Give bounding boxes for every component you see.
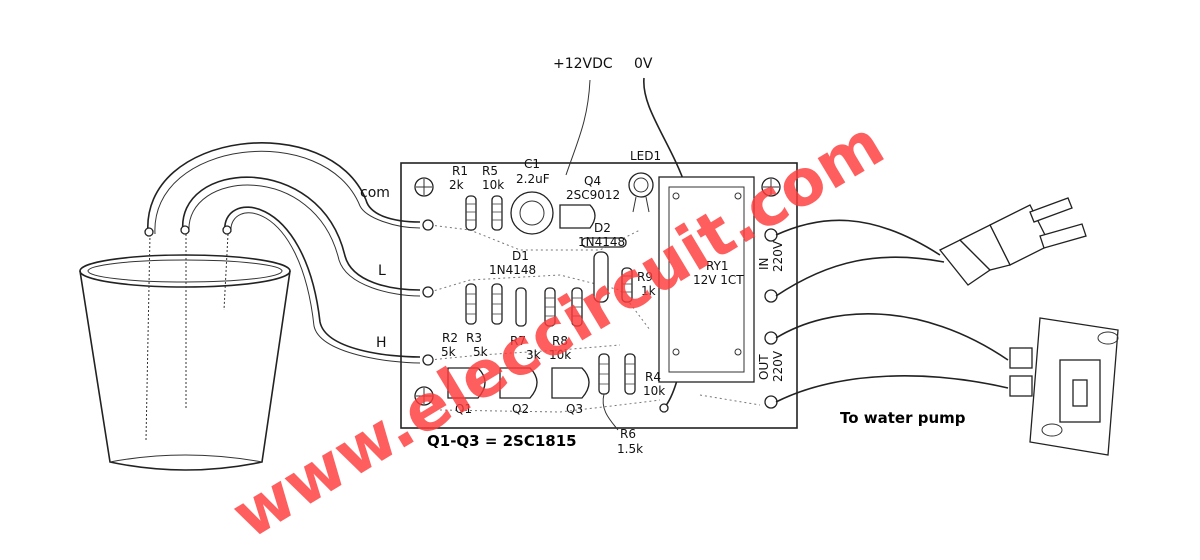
r7-value: 3k: [526, 348, 541, 362]
r5-name: R5: [482, 164, 498, 178]
d2-value: 1N4148: [578, 235, 625, 249]
supply-positive-label: +12VDC: [553, 56, 613, 72]
in-voltage-label: 220V: [771, 240, 785, 272]
r9-value: 1k: [641, 284, 656, 298]
r8-name: R8: [552, 334, 568, 348]
d1-value: 1N4148: [489, 263, 536, 277]
diode-d2: [581, 237, 627, 248]
resistor-r7: [544, 287, 556, 327]
out-label: OUT: [757, 354, 771, 380]
probe-label-high: H: [376, 335, 387, 351]
q4-value: 2SC9012: [566, 188, 620, 202]
q1-name: Q1: [455, 402, 472, 416]
diode-d1: [515, 287, 527, 327]
r2-name: R2: [442, 331, 458, 345]
relay-ry1: [658, 176, 755, 383]
ac-wires: [775, 219, 1009, 403]
in-label: IN: [757, 257, 771, 270]
r2-value: 5k: [441, 345, 456, 359]
q4-name: Q4: [584, 174, 601, 188]
transistor-q3: [551, 367, 590, 399]
resistor-r4: [624, 353, 636, 395]
power-socket: [1009, 317, 1119, 456]
r1-name: R1: [452, 164, 468, 178]
led1-name: LED1: [630, 149, 661, 163]
resistor-r8: [571, 287, 583, 327]
resistor-r3: [491, 283, 503, 325]
r8-value: 10k: [549, 348, 571, 362]
d1-name: D1: [512, 249, 529, 263]
q2-name: Q2: [512, 402, 529, 416]
r6-value: 1.5k: [617, 442, 643, 456]
resistor-r1: [465, 195, 477, 231]
c1-name: C1: [524, 157, 540, 171]
resistor-r9: [621, 267, 633, 303]
probe-label-com: com: [360, 185, 390, 201]
pump-label: To water pump: [840, 409, 966, 427]
capacitor-c1: [510, 191, 554, 235]
r3-name: R3: [466, 331, 482, 345]
q3-name: Q3: [566, 402, 583, 416]
r5-value: 10k: [482, 178, 504, 192]
transistor-q2: [499, 367, 538, 399]
pcb-board: [400, 162, 798, 429]
r4-value: 10k: [643, 384, 665, 398]
power-plug: [938, 197, 1087, 286]
supply-ground-label: 0V: [634, 56, 653, 72]
water-cup: [79, 254, 291, 471]
resistor-r2: [465, 283, 477, 325]
transistor-q4: [559, 204, 596, 229]
d2-name: D2: [594, 221, 611, 235]
transistor-note: Q1-Q3 = 2SC1815: [427, 432, 577, 450]
r6-name: R6: [620, 427, 636, 441]
resistor-r5: [491, 195, 503, 231]
r1-value: 2k: [449, 178, 464, 192]
c1-value: 2.2uF: [516, 172, 550, 186]
watermark: www.eleccircuit.com: [220, 107, 896, 554]
ry1-value: 12V 1CT: [693, 273, 744, 287]
resistor-r6: [598, 353, 619, 431]
led-led1: [628, 172, 654, 213]
r4-name: R4: [645, 370, 661, 384]
probe-wires: [144, 142, 421, 441]
r7-name: R7: [510, 334, 526, 348]
diode-vertical: [593, 251, 609, 303]
r3-value: 5k: [473, 345, 488, 359]
transistor-q1: [447, 367, 486, 399]
out-voltage-label: 220V: [771, 350, 785, 382]
probe-label-low: L: [378, 263, 386, 279]
r9-name: R9: [637, 270, 653, 284]
ry1-name: RY1: [706, 259, 729, 273]
